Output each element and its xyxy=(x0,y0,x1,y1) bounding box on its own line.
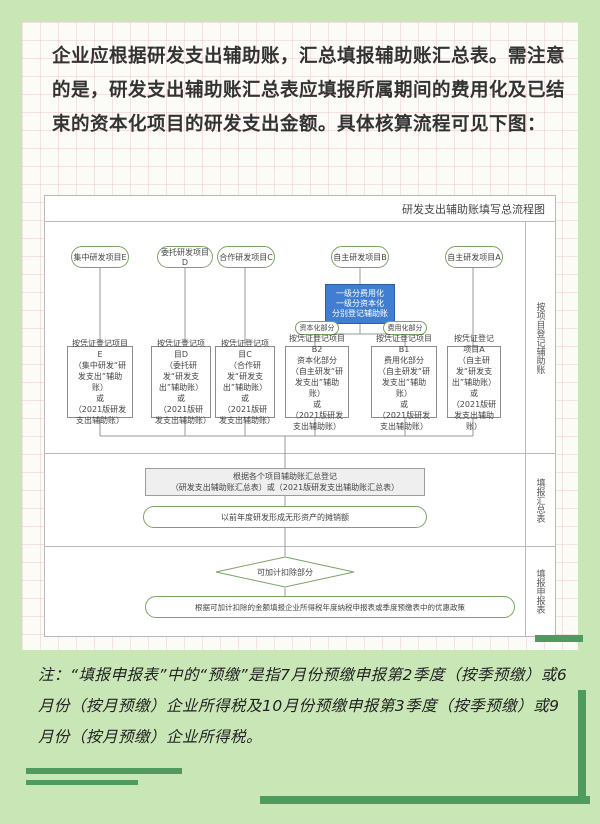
ledger-box-e: 按凭证登记项目E （集中研发“研发支出”辅助账） 或 （2021版研发支出辅助账… xyxy=(67,339,133,425)
decor-bar-right xyxy=(535,635,583,642)
node-project-e: 集中研发项目E xyxy=(71,246,129,268)
ledger-box-d: 按凭证登记项目D （委托研发“研发支出”辅助账） 或 （2021版研发支出辅助账… xyxy=(151,339,211,425)
node-project-a: 自主研发项目A xyxy=(445,246,503,268)
ledger-box-b1: 按凭证登记项目B1 费用化部分 （自主研发“研发支出”辅助账） 或 （2021版… xyxy=(371,334,437,431)
node-project-b: 自主研发项目B xyxy=(331,246,389,268)
intro-paragraph: 企业应根据研发支出辅助账，汇总填报辅助账汇总表。需注意的是，研发支出辅助账汇总表… xyxy=(52,46,566,135)
footnote: 注：“填报申报表”中的“预缴”是指7月份预缴申报第2季度（按季预缴）或6月份（按… xyxy=(38,666,568,746)
node-project-c: 合作研发项目C xyxy=(217,246,275,268)
decision-label: 可加计扣除部分 xyxy=(257,567,313,577)
lane-divider-1 xyxy=(45,453,555,454)
ledger-box-a: 按凭证登记项目A （自主研发“研发支出”辅助账） 或 （2021版研发支出辅助账… xyxy=(447,334,501,431)
decor-bar-side xyxy=(578,690,586,804)
decision-diamond xyxy=(215,556,355,588)
node-project-d: 委托研发项目D xyxy=(157,246,213,268)
label-expensed: 费用化部分 xyxy=(383,321,427,335)
lane-label-declaration: 填报申报表 xyxy=(534,569,545,614)
decor-bar-2 xyxy=(26,780,138,785)
flowchart: 研发支出辅助账填写总流程图 按项目登记辅助账 填报汇总表 填报申报表 xyxy=(44,195,556,637)
summary-box: 根据各个项目辅助账汇总登记 （研发支出辅助账汇总表）或（2021版研发支出辅助账… xyxy=(145,468,425,496)
split-box: 一级分费用化 一级分资本化 分别登记辅助账 xyxy=(325,284,395,324)
lane-label-ledger: 按项目登记辅助账 xyxy=(534,301,545,374)
final-declaration-pill: 根据可加计扣除的金额填报企业所得税年度纳税申报表或季度预缴表中的优惠政策 xyxy=(145,596,515,618)
intangible-amortization-pill: 以前年度研发形成无形资产的摊销额 xyxy=(143,506,427,528)
flowchart-title: 研发支出辅助账填写总流程图 xyxy=(45,196,555,222)
ledger-box-b2: 按凭证登记项目B2 资本化部分 （自主研发“研发支出”辅助账） 或 （2021版… xyxy=(285,334,349,431)
decor-bar-bottom xyxy=(260,796,590,804)
lane-label-summary: 填报汇总表 xyxy=(534,477,545,523)
decor-bar-1 xyxy=(26,768,182,774)
label-capitalized: 资本化部分 xyxy=(295,321,339,335)
lane-divider-2 xyxy=(45,546,555,547)
ledger-box-c: 按凭证登记项目C （合作研发“研发支出”辅助账） 或 （2021版研发支出辅助账… xyxy=(215,339,275,425)
lane-divider-vertical xyxy=(525,222,526,636)
